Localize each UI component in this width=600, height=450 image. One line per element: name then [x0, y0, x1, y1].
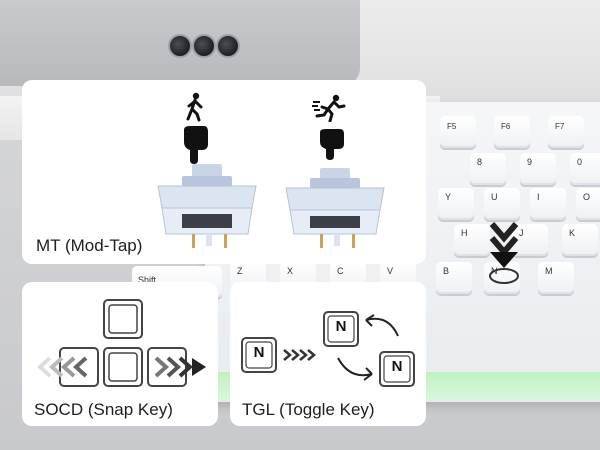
key-o: O [576, 188, 600, 220]
camera-lens [168, 34, 192, 58]
mod-tap-card: MT (Mod-Tap) [22, 80, 426, 264]
toggle-key-diagram [241, 311, 415, 387]
key-b: B [436, 262, 472, 294]
walking-person-icon [186, 92, 203, 122]
mechanical-switch-icon [157, 164, 257, 248]
key-8: 8 [470, 153, 506, 185]
key-m: M [538, 262, 574, 294]
toggle-card: N N N TGL (Toggle Key) [230, 282, 426, 426]
toggle-label: TGL (Toggle Key) [242, 400, 375, 419]
mod-tap-label: MT (Mod-Tap) [36, 236, 143, 255]
pointing-hand-icon [320, 129, 344, 160]
socd-card: SOCD (Snap Key) [22, 282, 218, 426]
press-down-arrow-icon [489, 222, 519, 284]
key-u: U [484, 188, 520, 220]
toggle-key-letter: N [253, 344, 265, 361]
key-i: I [530, 188, 566, 220]
key-k: K [562, 224, 598, 256]
key-y: Y [438, 188, 474, 220]
toggle-key-letter: N [335, 318, 347, 335]
key-f6: F6 [494, 116, 530, 148]
key-9: 9 [520, 153, 556, 185]
key-f7: F7 [548, 116, 584, 148]
socd-keys-diagram [37, 299, 206, 387]
running-person-icon [312, 94, 346, 122]
smartphone [0, 0, 360, 86]
key-h: H [454, 224, 490, 256]
camera-lens [192, 34, 216, 58]
camera-lens [216, 34, 240, 58]
pointing-hand-icon [184, 126, 208, 164]
socd-label: SOCD (Snap Key) [34, 400, 173, 419]
toggle-key-letter: N [391, 358, 403, 375]
key-0: 0 [570, 153, 600, 185]
key-f5: F5 [440, 116, 476, 148]
mechanical-switch-icon [285, 168, 385, 248]
